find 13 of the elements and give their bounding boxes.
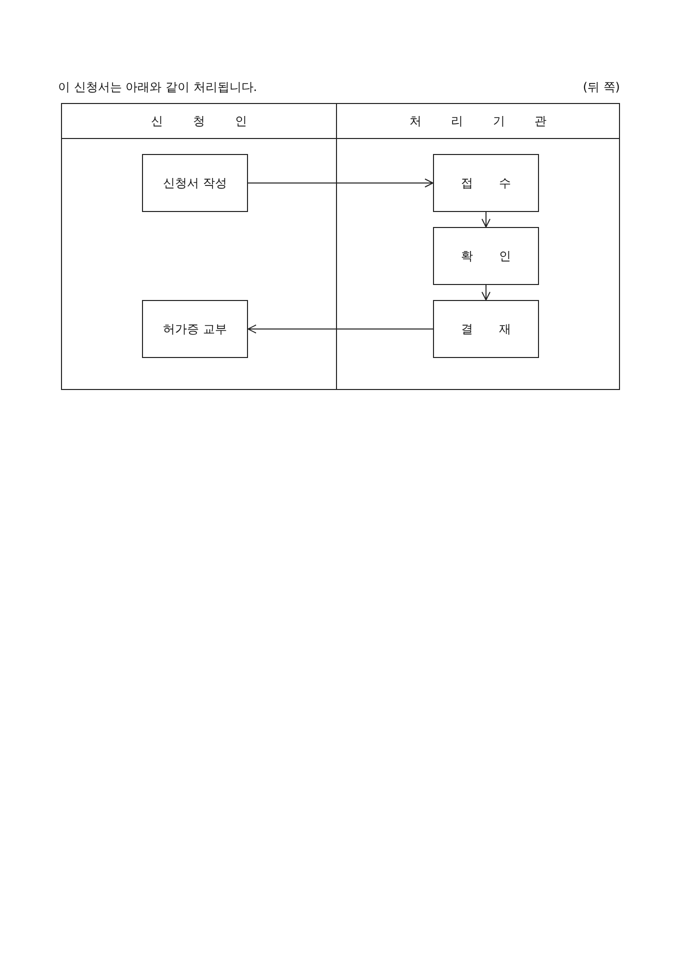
process-box: 확 인: [433, 227, 539, 285]
column-header: 신 청 인: [150, 112, 248, 130]
process-box: 신청서 작성: [142, 154, 248, 212]
arrow: [482, 212, 490, 228]
arrow: [248, 324, 434, 334]
column-header: 처 리 기 관: [408, 112, 548, 130]
arrow: [482, 284, 490, 300]
arrow: [248, 178, 434, 188]
process-box: 허가증 교부: [142, 300, 248, 358]
heading-text: 이 신청서는 아래와 같이 처리됩니다.: [58, 79, 258, 96]
process-box: 결 재: [433, 300, 539, 358]
process-box: 접 수: [433, 154, 539, 212]
page-side-label: (뒤 쪽): [582, 79, 620, 96]
